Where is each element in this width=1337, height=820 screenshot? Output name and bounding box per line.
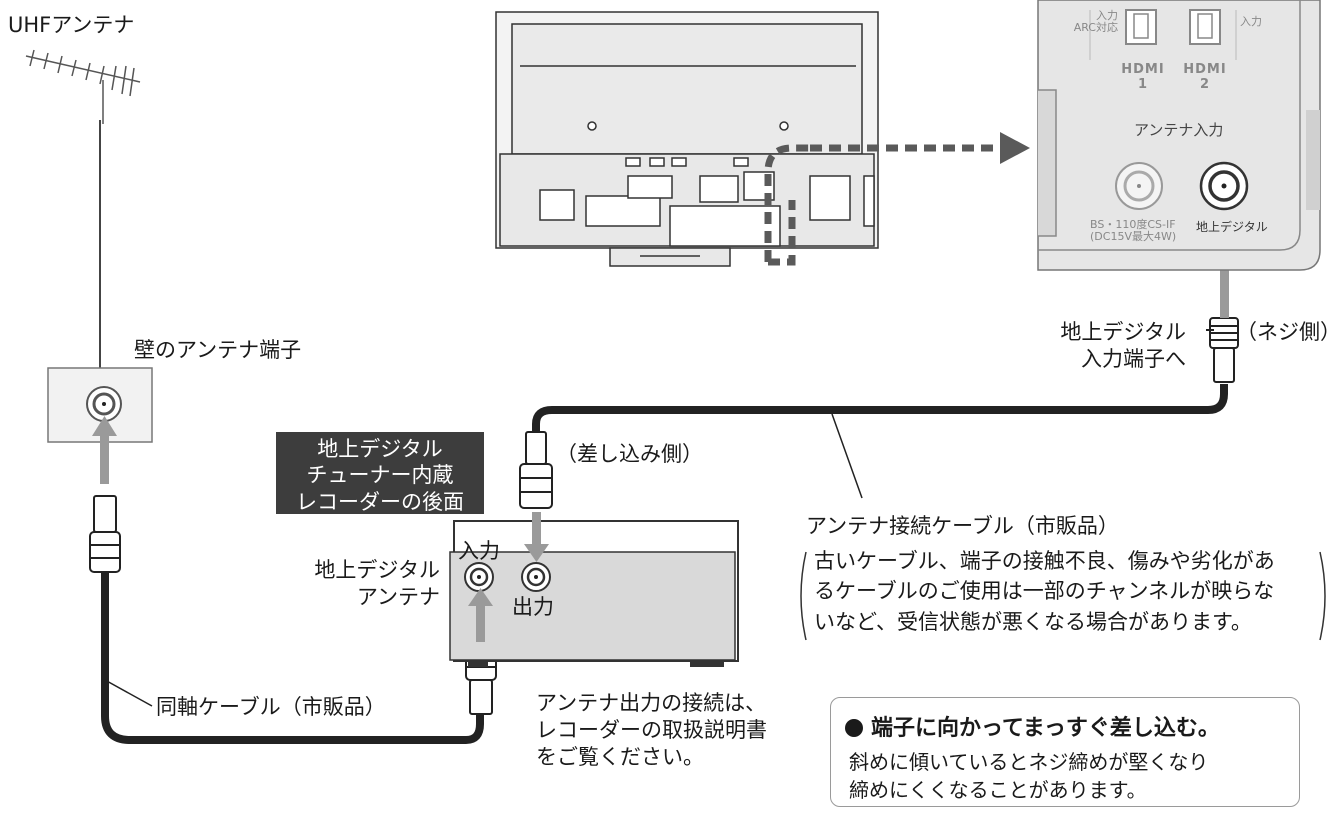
coax-plug-insert-side bbox=[519, 431, 553, 509]
hdmi1-port bbox=[1125, 9, 1157, 45]
bullet-icon bbox=[845, 719, 863, 737]
note-body: 斜めに傾いているとネジ締めが堅くなり 締めにくくなることがあります。 bbox=[849, 750, 1209, 802]
label-terrestrial: 地上デジタル bbox=[1196, 220, 1268, 234]
label-coax-cable: 同軸ケーブル（市販品） bbox=[156, 695, 386, 719]
input-arrow-icon bbox=[468, 588, 493, 642]
label-antenna-cable: アンテナ接続ケーブル（市販品） bbox=[806, 514, 1119, 538]
hdmi2-port bbox=[1189, 9, 1221, 45]
tv-terminal-panel bbox=[1037, 0, 1321, 271]
label-screw-side: （ネジ側） bbox=[1236, 320, 1337, 344]
label-hdmi1: HDMI 1 bbox=[1121, 62, 1165, 92]
zoom-arrow-icon bbox=[1000, 132, 1030, 164]
output-arrow-icon bbox=[524, 512, 549, 562]
label-recorder-input: 入力 bbox=[458, 539, 500, 563]
label-digital-input-to: 地上デジタル 入力端子へ bbox=[1060, 320, 1186, 371]
label-hdmi-input: 入力 bbox=[1240, 15, 1262, 28]
label-wall-terminal: 壁のアンテナ端子 bbox=[134, 338, 302, 362]
coax-plug-screw-side bbox=[1206, 317, 1239, 383]
coax-plug-wall bbox=[89, 495, 121, 573]
label-cable-warning: 古いケーブル、端子の接触不良、傷みや劣化があ るケーブルのご使用は一部のチャンネ… bbox=[814, 549, 1275, 634]
label-insert-side: （差し込み側） bbox=[556, 442, 703, 466]
label-uhf-antenna: UHFアンテナ bbox=[8, 13, 135, 37]
note-box: 端子に向かってまっすぐ差し込む。 斜めに傾いているとネジ締めが堅くなり 締めにく… bbox=[830, 697, 1300, 807]
tv-rear-view bbox=[495, 11, 879, 267]
recorder-device bbox=[449, 520, 739, 667]
warning-bracket-left bbox=[800, 551, 807, 641]
plug-in-arrow-icon bbox=[92, 416, 117, 484]
label-antenna-output-note: アンテナ出力の接続は、 レコーダーの取扱説明書 をご覧ください。 bbox=[536, 691, 767, 769]
uhf-antenna-icon bbox=[25, 49, 141, 124]
label-hdmi2: HDMI 2 bbox=[1183, 62, 1227, 92]
warning-bracket-right bbox=[1319, 551, 1326, 641]
label-recorder-output: 出力 bbox=[512, 595, 554, 619]
label-recorder-rear: 地上デジタル チューナー内蔵 レコーダーの後面 bbox=[276, 432, 484, 514]
note-title: 端子に向かってまっすぐ差し込む。 bbox=[845, 710, 1220, 742]
label-bs-cs: BS・110度CS-IF (DC15V最大4W) bbox=[1090, 218, 1177, 244]
label-recorder-antenna: 地上デジタル アンテナ bbox=[314, 558, 440, 609]
antenna-connection-cable bbox=[532, 384, 1228, 432]
label-hdmi-input-arc: 入力 ARC対応 bbox=[1073, 9, 1118, 35]
label-antenna-input: アンテナ入力 bbox=[1134, 121, 1224, 139]
coax-cable bbox=[101, 572, 484, 744]
